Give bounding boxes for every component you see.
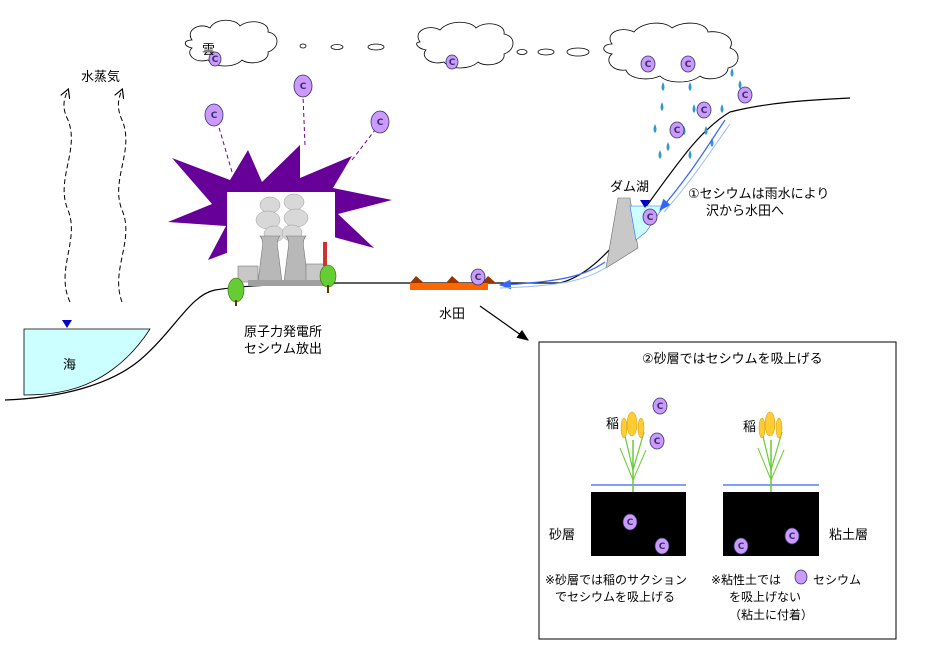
plant-label-line1: 原子力発電所 xyxy=(244,325,322,340)
cesium-symbol: C xyxy=(657,402,664,412)
sea-label: 海 xyxy=(63,358,76,373)
cesium-symbol: C xyxy=(449,58,456,68)
cesium-particle: C xyxy=(733,537,749,555)
cesium-particle: C xyxy=(622,513,638,531)
cesium-particle: C xyxy=(696,101,712,119)
vapor-arrow-left xyxy=(64,90,72,303)
note1-line1: ①セシウムは雨水により xyxy=(688,187,829,202)
inset-frame xyxy=(538,341,897,640)
cesium-particles: C C C C C C C C C C C C C C C C C C xyxy=(204,51,808,585)
cesium-symbol: C xyxy=(685,60,692,70)
cloud-left xyxy=(184,19,278,67)
emission-lines xyxy=(217,95,376,173)
note-clay-line2: を吸上げない xyxy=(729,590,801,604)
note-clay-line3: （粘土に付着） xyxy=(729,607,813,622)
cesium-symbol: C xyxy=(789,532,796,542)
ground-line xyxy=(4,97,851,401)
dam-level-marker xyxy=(640,200,650,208)
note1-line2: 沢から水田へ xyxy=(706,204,784,219)
cesium-symbol: C xyxy=(212,55,219,65)
cesium-symbol: C xyxy=(742,91,749,101)
clay-layer-label: 粘土層 xyxy=(829,528,868,543)
cesium-particle: C xyxy=(737,86,753,104)
cesium-particle: C xyxy=(642,208,658,226)
note-clay-line1b: セシウム xyxy=(813,573,861,587)
cesium-symbol: C xyxy=(738,542,745,552)
cesium-symbol: C xyxy=(701,106,708,116)
paddy-field xyxy=(410,276,496,290)
plant-label-line2: セシウム放出 xyxy=(244,342,322,357)
cloud-right xyxy=(603,22,739,83)
cloud-puffs xyxy=(299,43,590,57)
water-vapor-arrows xyxy=(64,90,127,303)
cesium-particle: C xyxy=(204,103,224,127)
dam-wall xyxy=(605,197,639,269)
cesium-symbol: C xyxy=(659,542,666,552)
sand-layer-label: 砂層 xyxy=(549,528,575,543)
cesium-particle: C xyxy=(470,268,486,286)
cloud-label: 雲 xyxy=(202,43,215,58)
stream-upper-2 xyxy=(663,123,731,213)
cesium-symbol: C xyxy=(674,126,681,136)
stream-lower-2 xyxy=(499,265,609,289)
tree-right xyxy=(319,264,337,293)
cesium-particle: C xyxy=(680,55,696,73)
note-sand-line2: でセシウムを吸上げる xyxy=(555,590,675,604)
inset-panel xyxy=(538,341,897,640)
cloud-middle xyxy=(416,21,514,69)
cesium-particle: C xyxy=(649,432,665,450)
cesium-symbol: C xyxy=(654,437,661,447)
dam-lake-label: ダム湖 xyxy=(610,180,649,195)
cesium-particle: C xyxy=(370,110,390,134)
plant-base xyxy=(248,280,332,286)
rice-label-right: 稲 xyxy=(743,420,756,435)
paddy-water xyxy=(410,283,488,290)
dam xyxy=(605,197,665,269)
inset-pointer-arrow xyxy=(479,305,529,341)
sea-water xyxy=(23,328,151,396)
cesium-particle: C xyxy=(640,55,656,73)
terrain xyxy=(4,97,851,401)
inset-title: ②砂層ではセシウムを吸上げる xyxy=(642,352,823,367)
cesium-particle xyxy=(794,569,808,585)
rice-label-left: 稲 xyxy=(606,417,619,432)
labels: 雲 水蒸気 海 原子力発電所 セシウム放出 水田 ダム湖 ①セシウムは雨水により… xyxy=(63,43,868,622)
power-plant-group xyxy=(168,145,392,306)
cesium-symbol: C xyxy=(645,60,652,70)
stream-lower xyxy=(498,261,606,290)
cesium-symbol: C xyxy=(627,518,634,528)
cesium-particle: C xyxy=(784,527,800,545)
chimney xyxy=(323,242,327,266)
cesium-symbol: C xyxy=(300,82,307,92)
sand-layer-block xyxy=(591,492,686,556)
cesium-symbol: C xyxy=(211,111,218,121)
reactor-building xyxy=(237,265,259,283)
cesium-particle: C xyxy=(669,121,685,139)
vapor-arrow-right xyxy=(118,90,127,303)
water-vapor-label: 水蒸気 xyxy=(81,69,120,85)
smoke-plumes xyxy=(255,193,309,243)
cesium-particle: C xyxy=(208,51,222,67)
rice-plant-left xyxy=(619,411,647,492)
cesium-particle: C xyxy=(654,537,670,555)
cesium-symbol: C xyxy=(475,273,482,283)
tree-left xyxy=(227,277,245,306)
note-sand-line1: ※砂層では稲のサクション xyxy=(545,573,687,587)
sea-level-marker xyxy=(62,320,72,328)
paddy-label: 水田 xyxy=(439,307,465,322)
cesium-particle: C xyxy=(293,74,313,98)
streams xyxy=(498,119,731,290)
cooling-tower-left xyxy=(257,235,283,283)
rice-plant-right xyxy=(757,411,785,492)
cesium-particle: C xyxy=(652,397,668,415)
cesium-symbol: C xyxy=(647,213,654,223)
stream-upper xyxy=(659,119,726,211)
rain-drops xyxy=(653,68,742,159)
note-clay-line1: ※粘性土では xyxy=(711,572,781,587)
cesium-particle: C xyxy=(445,54,459,70)
cesium-symbol: C xyxy=(377,118,384,128)
cooling-tower-right xyxy=(283,235,309,283)
